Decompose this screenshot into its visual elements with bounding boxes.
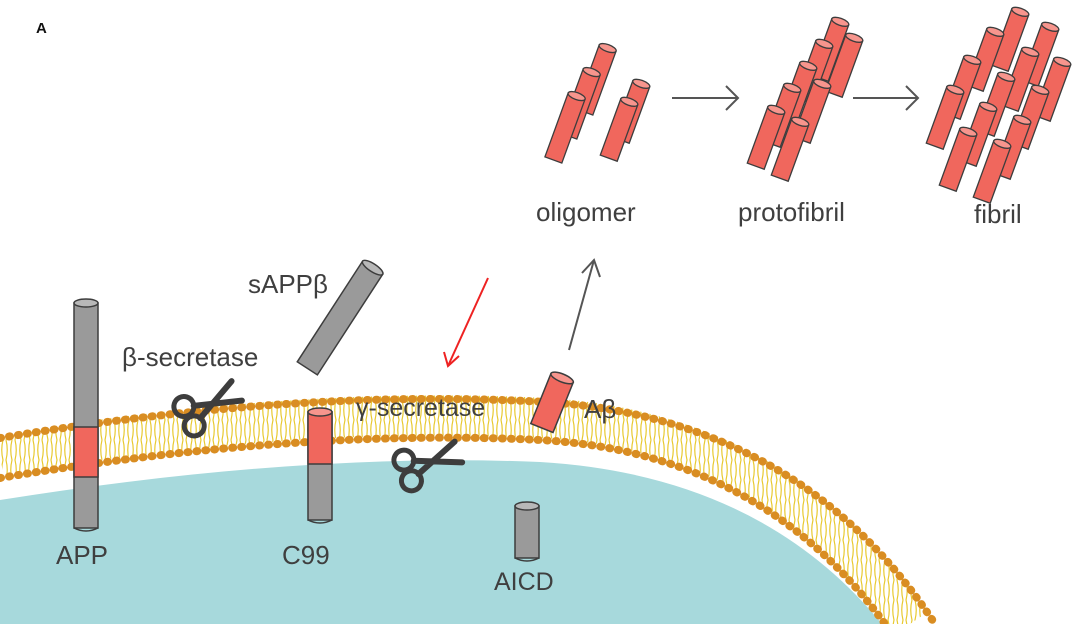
app-label: APP [56,540,108,570]
fibril [925,6,1072,205]
fibril-label: fibril [974,199,1022,229]
cytoplasm [0,460,882,624]
scissors-icon [391,438,466,494]
sappb-label: sAPPβ [248,269,328,299]
aicd-label: AICD [494,568,554,596]
app-protein [73,298,99,532]
scissors-icon [171,378,245,439]
arrow-icon [672,85,740,111]
sappb-fragment [296,259,384,376]
arrow-icon [568,258,601,351]
aicd-protein [514,501,540,562]
oligomer-cluster [544,42,651,164]
protofibril [746,16,864,183]
abeta-monomer [529,371,575,434]
c99-label: C99 [282,540,330,570]
oligomer-label: oligomer [536,197,636,227]
abeta-label: Aβ [584,394,616,424]
protofibril-label: protofibril [738,197,845,227]
gamma-secretase-label: γ-secretase [356,394,485,422]
arrow-icon [443,277,489,368]
panel-label: A [36,20,47,37]
arrow-icon [853,85,920,111]
beta-secretase-label: β-secretase [122,342,258,372]
c99-protein [307,407,333,524]
